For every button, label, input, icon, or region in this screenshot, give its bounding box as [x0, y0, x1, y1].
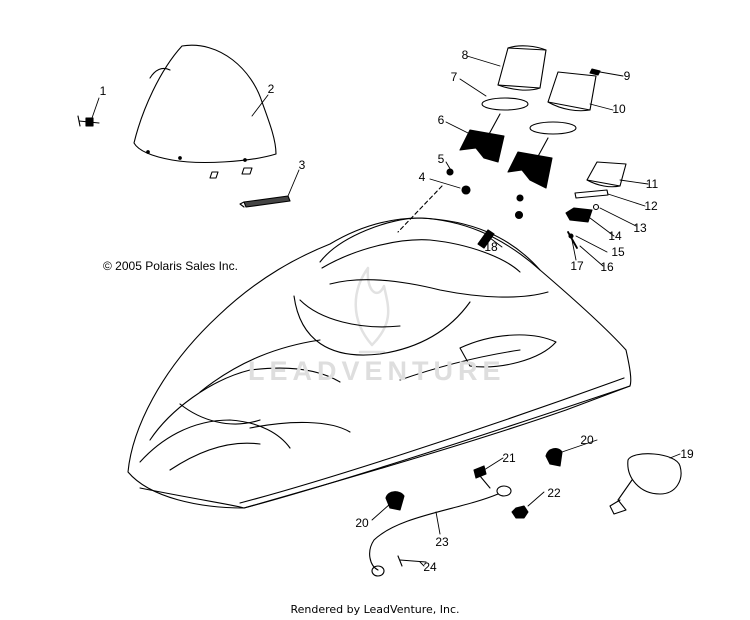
gauge-bezel-8: [497, 45, 547, 91]
callout-13: 13: [633, 221, 647, 235]
watermark-text: LEADVENTURE: [248, 356, 506, 386]
windshield: [133, 44, 277, 179]
grommet: [446, 168, 524, 220]
push-pin-fastener: [77, 115, 100, 127]
hood-outline: [127, 217, 632, 509]
gauge-housing: [459, 129, 553, 189]
screw-18: [477, 229, 495, 249]
callout-23: 23: [435, 535, 449, 549]
callout-3: 3: [298, 158, 306, 172]
callout-15: 15: [611, 245, 625, 259]
callout-1: 1: [99, 84, 107, 98]
callout-4: 4: [418, 170, 426, 184]
pin-24: [397, 555, 427, 567]
footer-credit: Rendered by LeadVenture, Inc.: [290, 603, 460, 616]
callout-2: 2: [267, 82, 275, 96]
nut-22: [511, 505, 529, 519]
gauge-bezel-11: [586, 161, 627, 188]
watermark-logo: [354, 266, 390, 354]
tether-cable: [369, 485, 512, 577]
callout-24: 24: [423, 560, 437, 574]
bolt-21: [473, 465, 491, 489]
callout-20-right: 20: [580, 433, 594, 447]
assembly-dashed-line: [397, 185, 443, 233]
copyright-text: © 2005 Polaris Sales Inc.: [103, 259, 238, 273]
callout-6: 6: [437, 113, 445, 127]
callout-16: 16: [600, 260, 614, 274]
clip: [385, 447, 563, 511]
gauge-bezel-10: [547, 71, 597, 112]
callout-7: 7: [450, 70, 458, 84]
callout-12: 12: [644, 199, 658, 213]
callout-17: 17: [570, 259, 584, 273]
callout-9: 9: [623, 69, 631, 83]
gauge-lens: [481, 97, 577, 135]
callout-11: 11: [645, 177, 659, 191]
leader-lines: [91, 55, 681, 567]
callout-10: 10: [612, 102, 626, 116]
callout-8: 8: [461, 48, 469, 62]
callout-5: 5: [437, 152, 445, 166]
stay-strip: [239, 195, 291, 208]
callout-20-left: 20: [355, 516, 369, 530]
screw-9: [589, 68, 601, 76]
callout-14: 14: [608, 229, 622, 243]
gauge-small-parts: [565, 189, 609, 249]
callout-19: 19: [680, 447, 694, 461]
callout-22: 22: [547, 486, 561, 500]
callout-21: 21: [502, 451, 516, 465]
callout-18: 18: [484, 240, 498, 254]
mirror: [609, 453, 682, 515]
